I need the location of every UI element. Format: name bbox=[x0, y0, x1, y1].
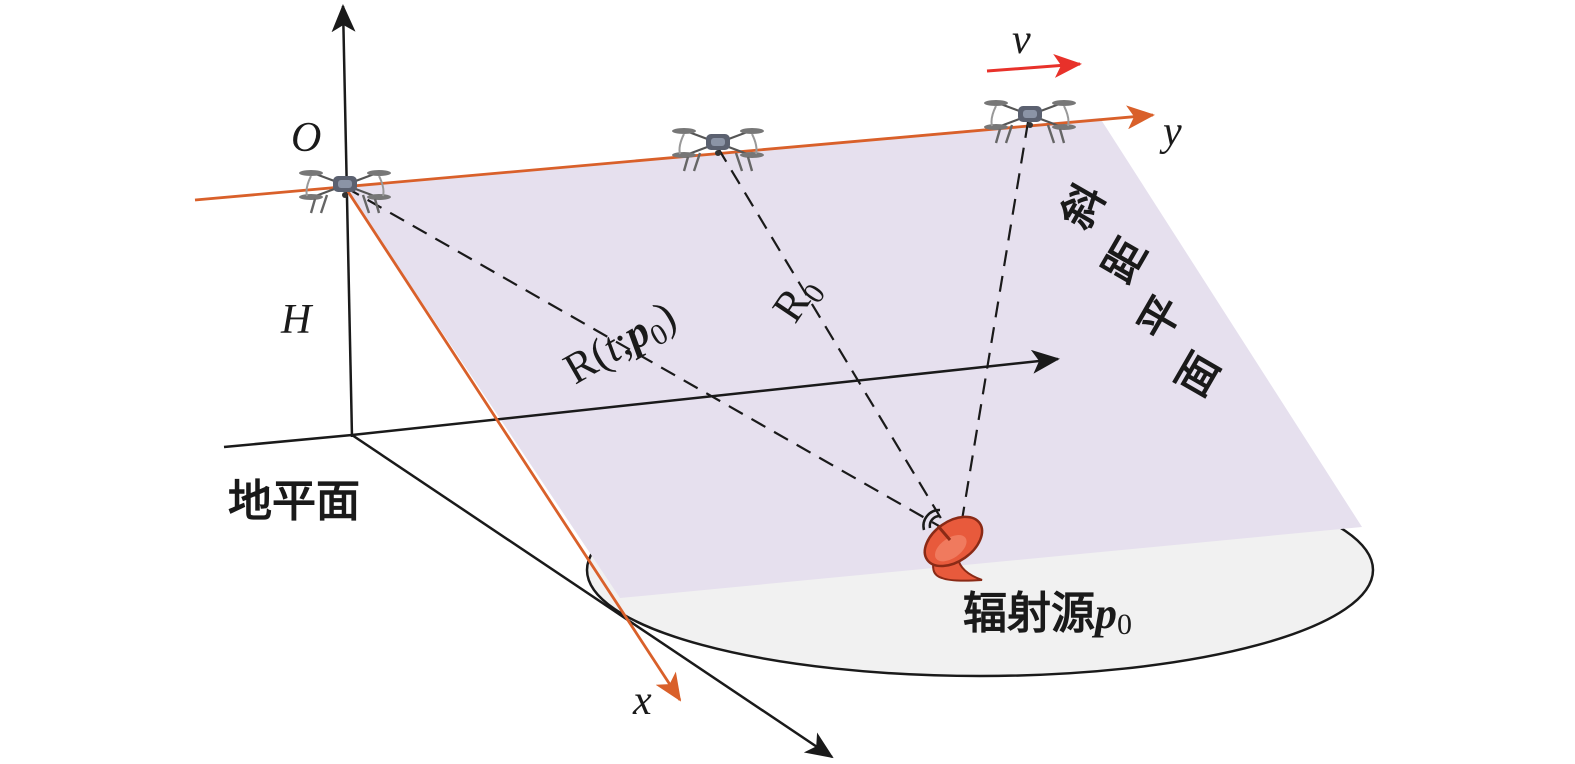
axis-x bbox=[343, 186, 682, 702]
slant-range-plane bbox=[345, 118, 1362, 598]
ground-axis-diagonal bbox=[351, 433, 834, 759]
height-label: H bbox=[280, 297, 314, 343]
velocity-label: v bbox=[1012, 17, 1031, 63]
axis-y-label: y bbox=[1159, 109, 1182, 155]
closest-range-line bbox=[717, 147, 949, 531]
velocity-arrow bbox=[986, 53, 1082, 78]
slant-range-line-t bbox=[344, 186, 947, 531]
slant-range-label: R(t;p0) bbox=[556, 291, 687, 398]
vertical-axis bbox=[331, 4, 356, 438]
slant-range-line-end bbox=[960, 121, 1030, 521]
origin-label: O bbox=[291, 115, 321, 161]
ground-plane-label: 地平面 bbox=[228, 476, 360, 527]
emitter-label: 辐射源p0 bbox=[963, 588, 1132, 641]
ground-axis-left bbox=[223, 433, 353, 449]
radar-dish-icon bbox=[922, 508, 984, 582]
ground-range-arrow bbox=[351, 349, 1060, 437]
axis-x-label: x bbox=[632, 678, 652, 724]
